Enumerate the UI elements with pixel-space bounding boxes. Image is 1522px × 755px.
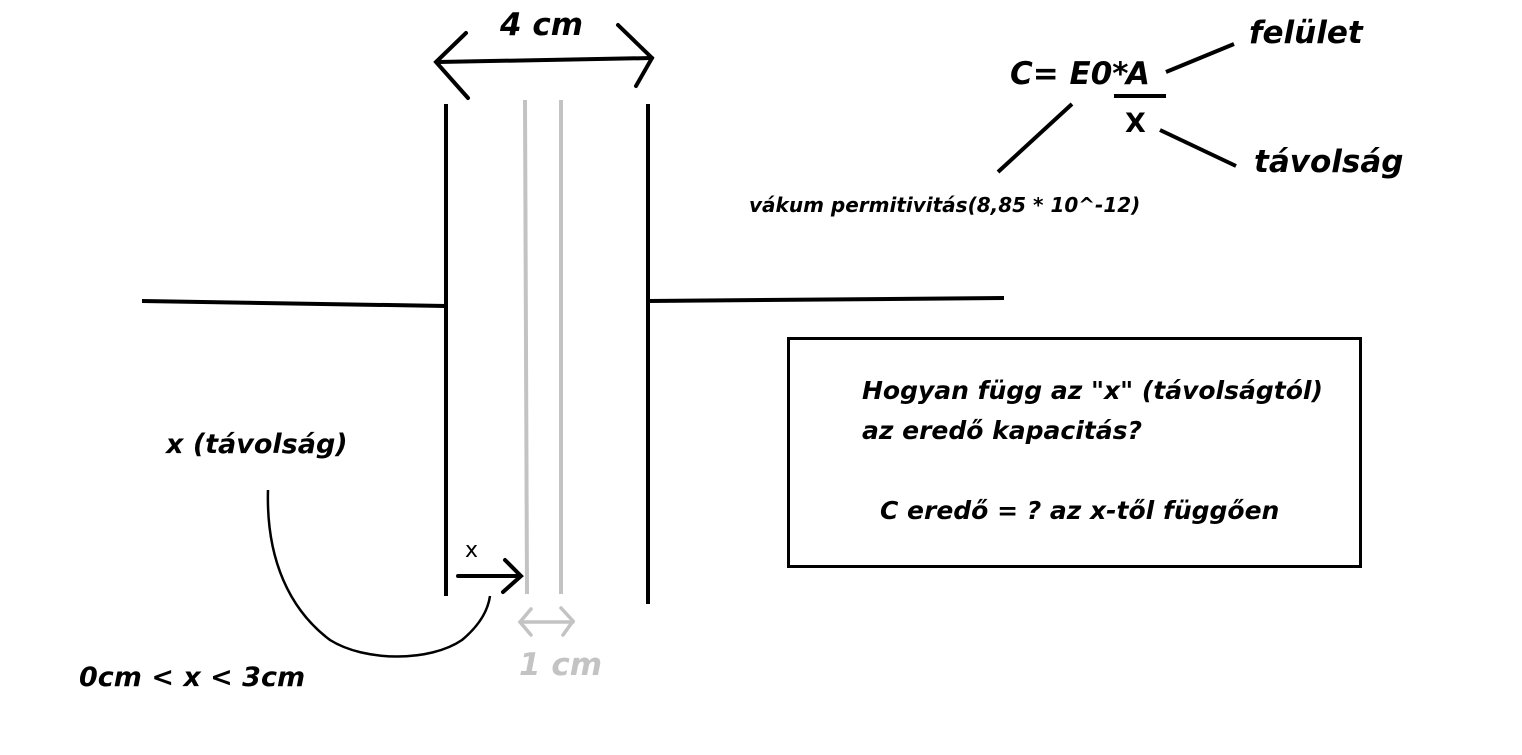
permittivity-label: vákum permitivitás(8,85 * 10^-12) — [749, 193, 1141, 217]
x-arrow — [456, 558, 524, 594]
x-arrow-label: x — [465, 538, 479, 563]
slab-thickness-label: 1 cm — [519, 647, 603, 683]
x-range-label: 0cm < x < 3cm — [79, 662, 306, 693]
plate-distance-label: 4 cm — [500, 7, 584, 43]
question-box — [787, 337, 1362, 568]
plate-distance-arrow — [433, 23, 655, 100]
right-wire — [647, 296, 1005, 303]
slab-left-edge — [523, 99, 529, 595]
x-pointer-curve — [266, 489, 492, 658]
x-description-label: x (távolság) — [166, 429, 348, 460]
left-wire — [141, 299, 447, 308]
formula-numerator: A — [1126, 56, 1150, 92]
question-line-1: Hogyan függ az "x" (távolságtól) — [862, 376, 1323, 405]
permittivity-pointer — [996, 102, 1074, 174]
tavolsag-label: távolság — [1254, 144, 1404, 180]
formula-lhs: C= E0* — [1010, 56, 1129, 92]
felulet-label: felület — [1249, 15, 1363, 51]
slab-thickness-arrow — [517, 606, 576, 637]
formula-denominator: X — [1125, 108, 1146, 139]
tavolsag-pointer — [1159, 128, 1237, 168]
felulet-pointer — [1165, 42, 1235, 74]
question-line-3: C eredő = ? az x-től függően — [880, 496, 1280, 525]
question-line-2: az eredő kapacitás? — [862, 416, 1142, 445]
